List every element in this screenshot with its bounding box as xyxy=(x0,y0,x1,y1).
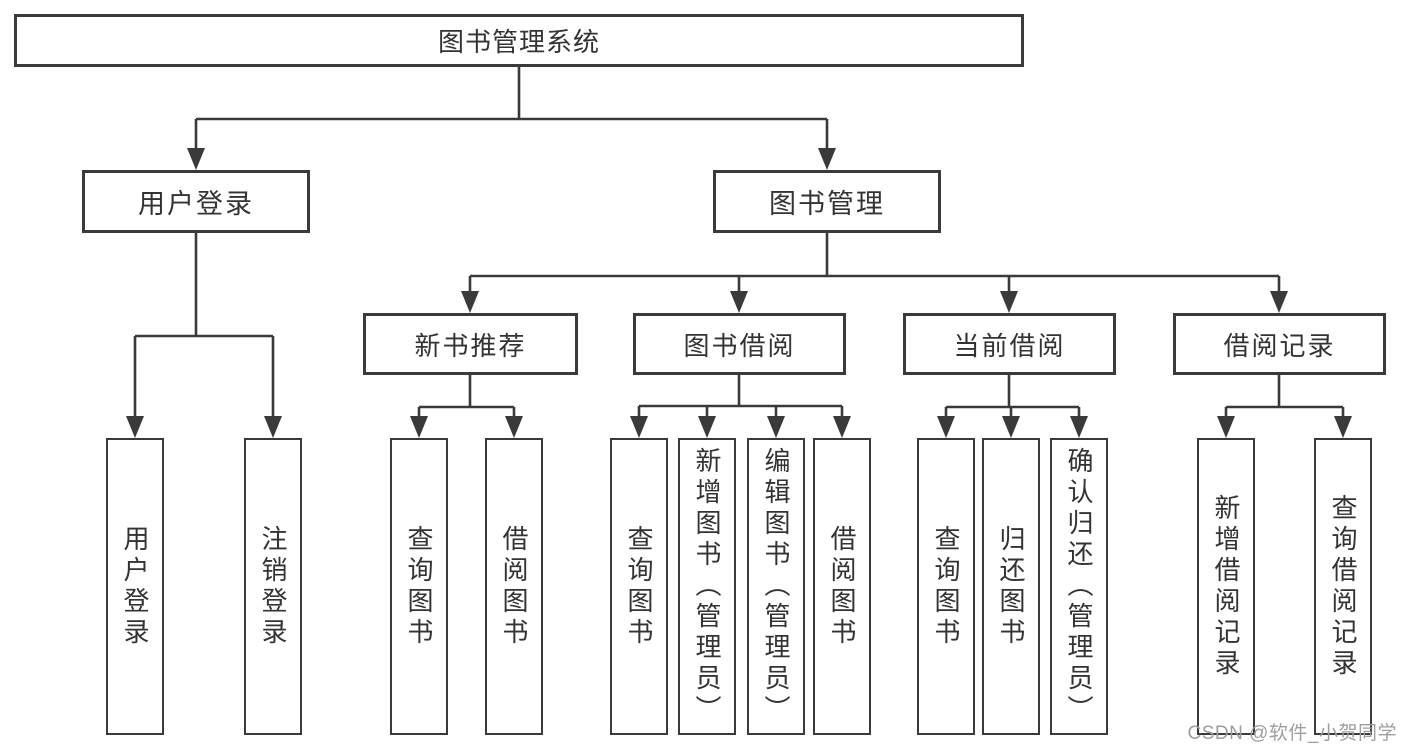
leaf-logout: 注销登录 xyxy=(244,438,302,735)
leaf-add-borrow-record: 新增借阅记录 xyxy=(1197,438,1255,735)
leaf-return-book: 归还图书 xyxy=(982,438,1040,735)
leaf-add-borrow-record-label: 新增借阅记录 xyxy=(1211,493,1241,680)
leaf-add-book-admin: 新增图书（管理员） xyxy=(678,438,736,735)
watermark: CSDN @软件_小贺同学 xyxy=(1187,723,1397,744)
node-book-borrowing: 图书借阅 xyxy=(633,313,846,375)
connector-record-to-leaves xyxy=(1217,375,1352,438)
node-root-library-system: 图书管理系统 xyxy=(14,14,1024,67)
leaf-query-books-newbook-label: 查询图书 xyxy=(404,524,434,649)
connector-root-to-level2 xyxy=(187,67,836,170)
leaf-user-login: 用户登录 xyxy=(106,438,164,735)
node-book-management-label: 图书管理 xyxy=(769,189,885,219)
connector-bookmgmt-to-level3 xyxy=(461,233,1288,313)
leaf-user-login-label: 用户登录 xyxy=(120,524,150,649)
leaf-query-borrow-record-label: 查询借阅记录 xyxy=(1328,493,1358,680)
leaf-query-books-borrow: 查询图书 xyxy=(610,438,668,735)
leaf-query-books-current-label: 查询图书 xyxy=(931,524,961,649)
node-user-login: 用户登录 xyxy=(82,170,310,233)
node-current-borrowing: 当前借阅 xyxy=(903,313,1116,375)
leaf-borrow-books-newbook-label: 借阅图书 xyxy=(499,524,529,649)
connector-userlogin-to-leaves xyxy=(126,233,282,438)
node-new-book-recommend-label: 新书推荐 xyxy=(414,330,527,361)
connector-current-to-leaves xyxy=(937,375,1088,438)
leaf-borrow-books-newbook: 借阅图书 xyxy=(485,438,543,735)
leaf-edit-book-admin: 编辑图书（管理员） xyxy=(747,438,805,735)
connector-newbook-to-leaves xyxy=(410,375,523,438)
leaf-confirm-return-admin: 确认归还（管理员） xyxy=(1050,438,1108,735)
node-book-borrowing-label: 图书借阅 xyxy=(683,330,796,361)
connector-borrow-to-leaves xyxy=(630,375,851,438)
leaf-query-books-newbook: 查询图书 xyxy=(390,438,448,735)
node-user-login-label: 用户登录 xyxy=(138,189,254,219)
leaf-confirm-return-admin-label: 确认归还（管理员） xyxy=(1064,447,1094,726)
node-book-management: 图书管理 xyxy=(713,170,941,233)
leaf-logout-label: 注销登录 xyxy=(258,524,288,649)
leaf-query-books-borrow-label: 查询图书 xyxy=(624,524,654,649)
leaf-add-book-admin-label: 新增图书（管理员） xyxy=(692,447,722,726)
leaf-return-book-label: 归还图书 xyxy=(996,524,1026,649)
node-borrowing-records-label: 借阅记录 xyxy=(1223,330,1336,361)
leaf-borrow-books-borrow-label: 借阅图书 xyxy=(827,524,857,649)
leaf-borrow-books-borrow: 借阅图书 xyxy=(813,438,871,735)
node-borrowing-records: 借阅记录 xyxy=(1173,313,1386,375)
node-new-book-recommend: 新书推荐 xyxy=(363,313,578,375)
node-root-label: 图书管理系统 xyxy=(437,27,600,57)
node-current-borrowing-label: 当前借阅 xyxy=(953,330,1066,361)
leaf-edit-book-admin-label: 编辑图书（管理员） xyxy=(761,447,791,726)
leaf-query-borrow-record: 查询借阅记录 xyxy=(1314,438,1372,735)
leaf-query-books-current: 查询图书 xyxy=(917,438,975,735)
